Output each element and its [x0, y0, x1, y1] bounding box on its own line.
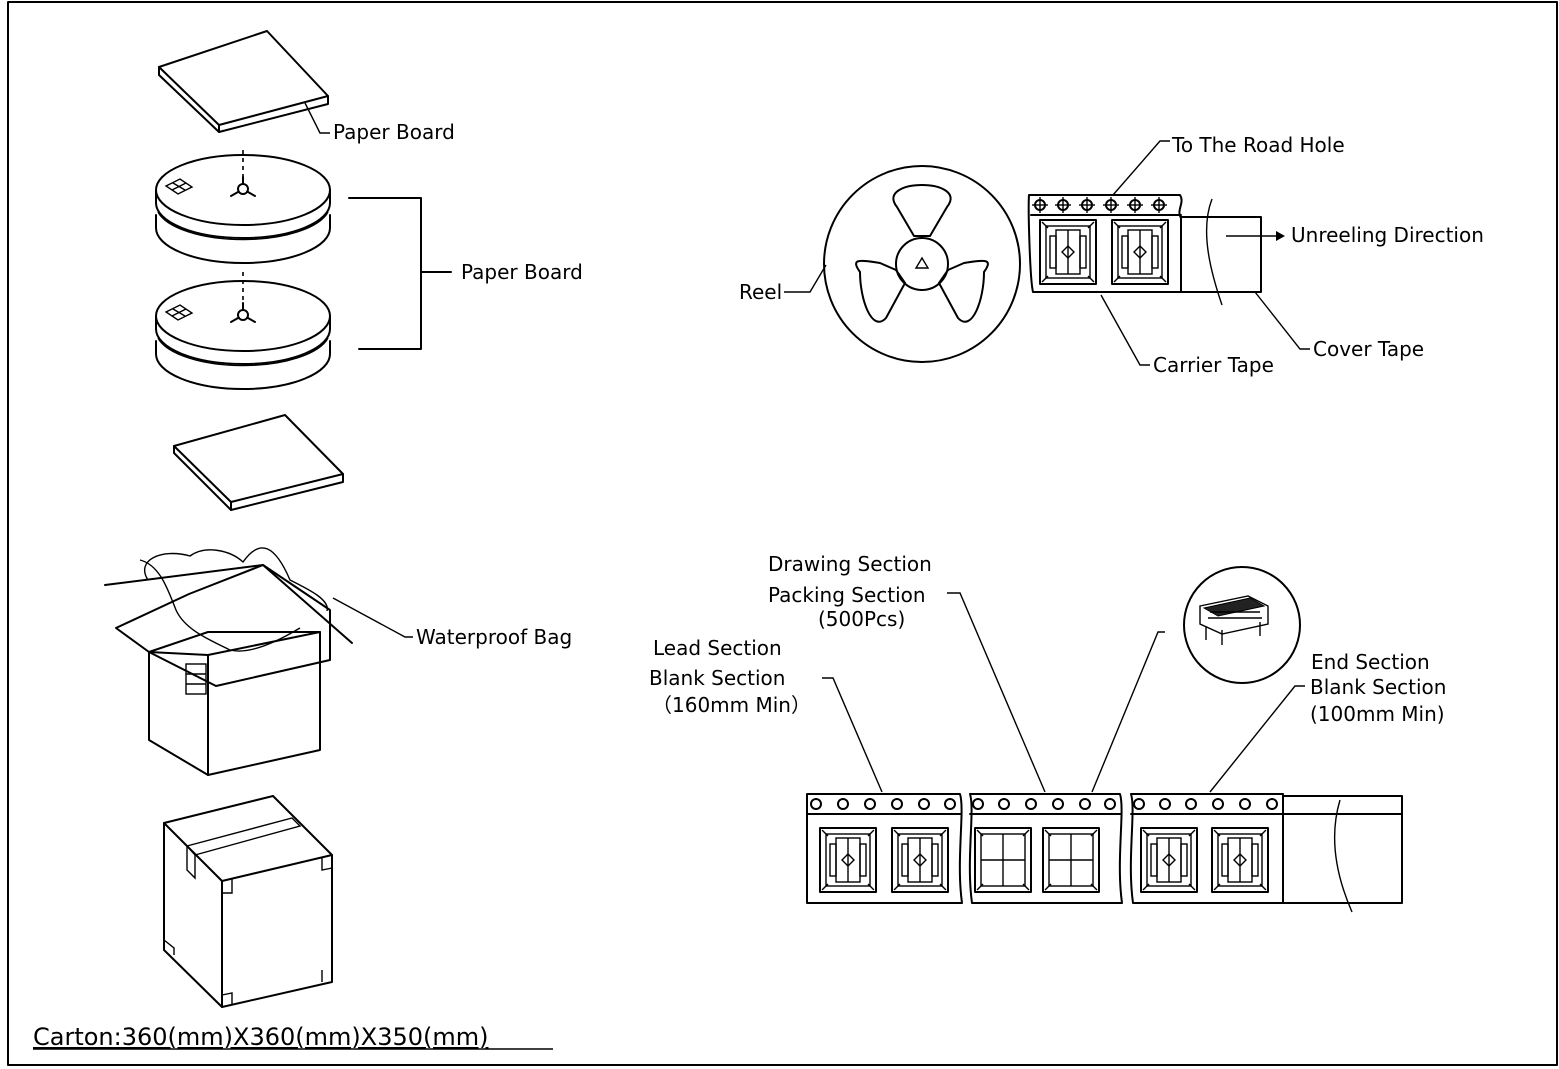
- component-detail-bubble: [1183, 566, 1301, 684]
- label-end-min: (100mm Min): [1310, 702, 1445, 726]
- reel-stack-lower: [155, 272, 331, 390]
- tape-strip-sections: [806, 793, 1403, 913]
- open-carton-drawing: [104, 547, 353, 776]
- label-cover-tape: Cover Tape: [1313, 337, 1424, 361]
- label-lead-blank: Blank Section: [649, 666, 785, 690]
- drawing-border: [7, 1, 1558, 1066]
- label-end-blank: Blank Section: [1310, 675, 1446, 699]
- leader-packing-section: [947, 592, 1046, 793]
- label-drawing-section: Drawing Section: [768, 552, 932, 576]
- label-packing-section: Packing Section: [768, 583, 926, 607]
- label-waterproof-bag: Waterproof Bag: [416, 625, 572, 649]
- label-carrier-tape: Carrier Tape: [1153, 353, 1274, 377]
- leader-carrier-tape: [1100, 294, 1150, 366]
- leader-reel: [784, 264, 827, 293]
- label-end-section: End Section: [1311, 650, 1430, 674]
- closed-carton-drawing: [163, 795, 333, 1008]
- label-road-hole: To The Road Hole: [1171, 133, 1345, 157]
- label-unreeling: Unreeling Direction: [1291, 223, 1484, 247]
- label-reel: Reel: [739, 280, 782, 304]
- label-lead-min: （160mm Min）: [652, 693, 811, 717]
- tape-strip-top: [1027, 194, 1262, 306]
- reel-stack-upper: [155, 150, 331, 264]
- leader-paper-board-top: [304, 102, 330, 134]
- leader-bubble: [1091, 631, 1165, 793]
- label-paper-board-mid: Paper Board: [461, 260, 583, 284]
- arrow-unreeling-head: [1276, 231, 1285, 241]
- label-packing-qty: (500Pcs): [818, 607, 905, 631]
- paper-board-bottom-drawing: [173, 414, 344, 511]
- leader-lead-section: [822, 677, 883, 793]
- paper-board-top-drawing: [158, 30, 329, 133]
- reel-front-view: [823, 165, 1021, 363]
- label-lead-section: Lead Section: [653, 636, 782, 660]
- bracket-reels: [348, 197, 422, 350]
- leader-waterproof-bag: [332, 597, 413, 638]
- label-paper-board-top: Paper Board: [333, 120, 455, 144]
- leader-end-section: [1209, 685, 1305, 793]
- leader-road-hole: [1112, 140, 1170, 196]
- label-carton-spec: Carton:360(mm)X360(mm)X350(mm): [33, 1023, 488, 1051]
- leader-cover-tape: [1254, 291, 1310, 350]
